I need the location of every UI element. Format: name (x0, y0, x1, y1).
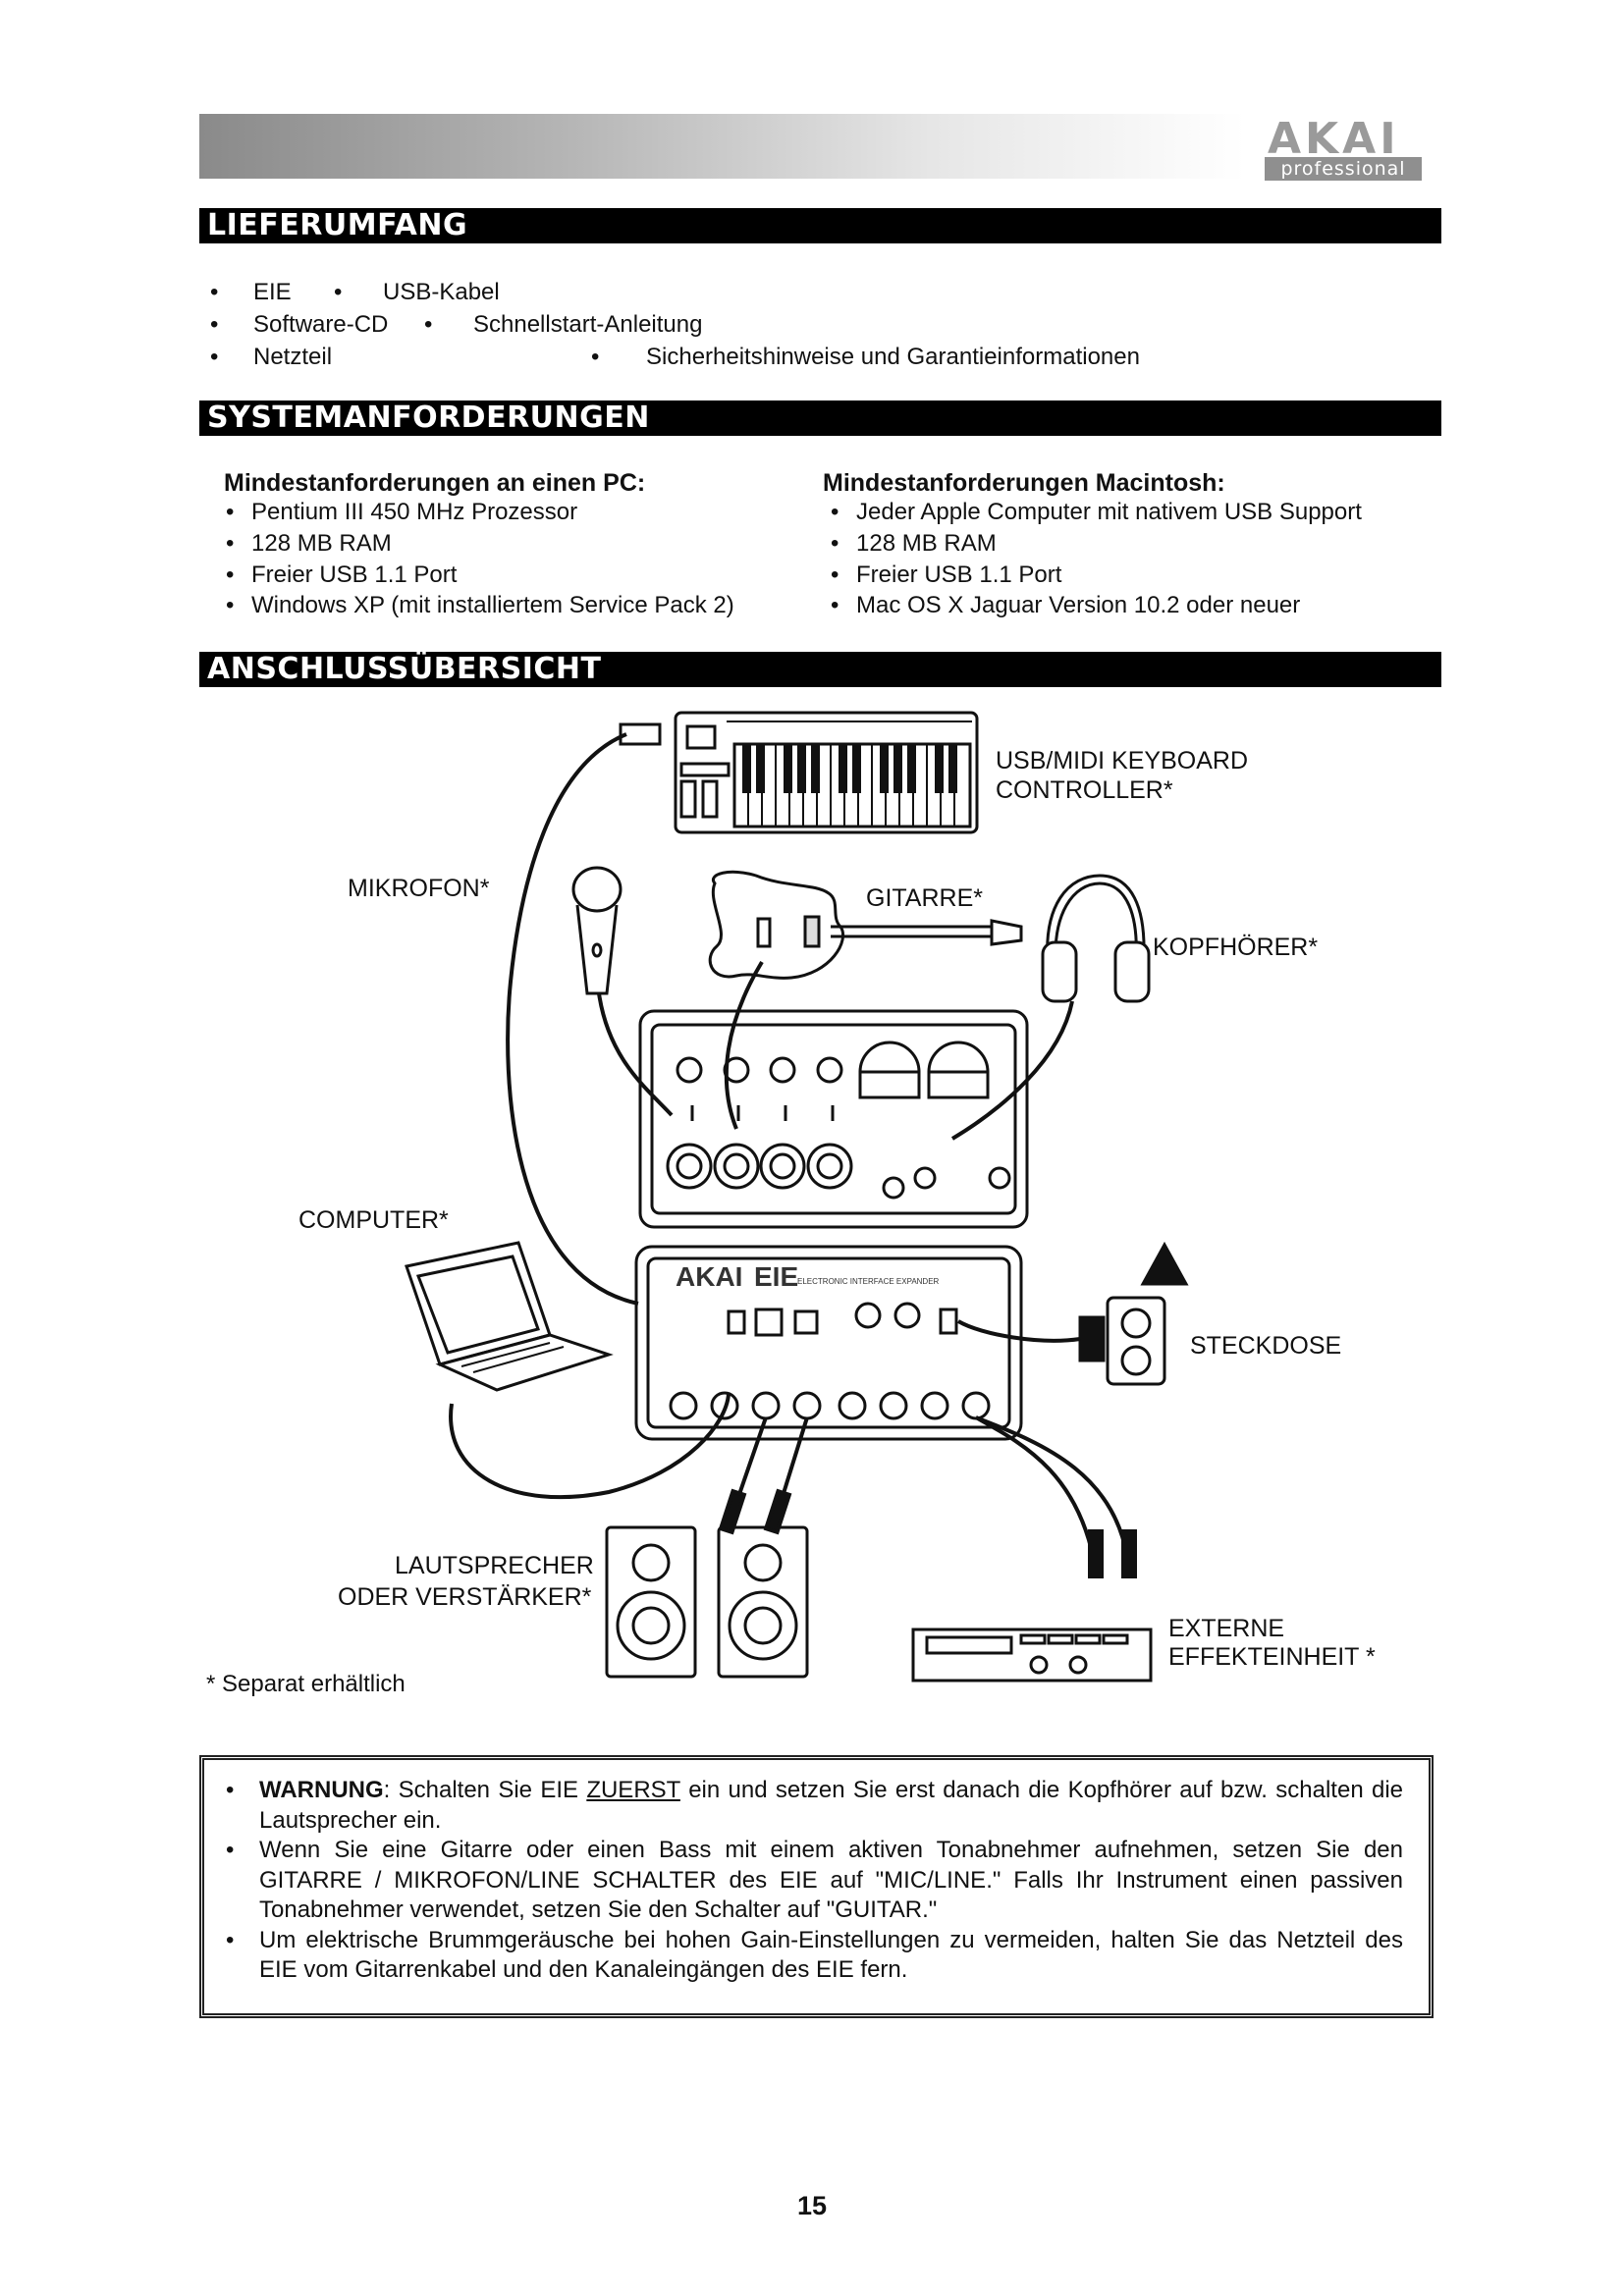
outlet-illustration (1080, 1245, 1186, 1384)
label-computer: COMPUTER* (298, 1205, 449, 1235)
keyboard-illustration (621, 713, 977, 832)
label-keyboard-2: CONTROLLER* (996, 775, 1173, 805)
warning-emphasis: ZUERST (586, 1777, 680, 1803)
warning-item: Um elektrische Brummgeräusche bei hohen … (259, 1926, 1403, 1986)
device-brand: AKAI (676, 1261, 742, 1292)
warning-label: WARNUNG (259, 1777, 384, 1803)
eie-front-panel (640, 1011, 1027, 1227)
label-outlet: STECKDOSE (1190, 1331, 1341, 1361)
fx-unit-illustration (913, 1629, 1151, 1681)
device-subtitle: ELECTRONIC INTERFACE EXPANDER (797, 1277, 940, 1286)
microphone-illustration (573, 868, 621, 993)
label-speakers-2: ODER VERSTÄRKER* (338, 1582, 591, 1612)
label-guitar: GITARRE* (866, 883, 983, 913)
label-fx-2: EFFEKTEINHEIT * (1168, 1642, 1376, 1672)
device-model: EIE (754, 1261, 798, 1292)
speakers-illustration (607, 1527, 807, 1677)
label-headphones: KOPFHÖRER* (1153, 933, 1318, 962)
label-microphone: MIKROFON* (348, 874, 489, 903)
warning-item: WARNUNG: Schalten Sie EIE ZUERST ein und… (259, 1776, 1403, 1836)
laptop-illustration (406, 1243, 609, 1390)
warning-item: Wenn Sie eine Gitarre oder einen Bass mi… (259, 1836, 1403, 1926)
warning-text: : Schalten Sie EIE (384, 1777, 587, 1803)
label-fx: EXTERNE (1168, 1614, 1284, 1643)
warning-box: WARNUNG: Schalten Sie EIE ZUERST ein und… (199, 1755, 1434, 2018)
label-keyboard: USB/MIDI KEYBOARD (996, 746, 1248, 775)
label-speakers: LAUTSPRECHER (395, 1551, 594, 1580)
footnote: * Separat erhältlich (206, 1671, 406, 1698)
page-number: 15 (0, 2191, 1624, 2221)
headphones-illustration (1043, 876, 1149, 1001)
